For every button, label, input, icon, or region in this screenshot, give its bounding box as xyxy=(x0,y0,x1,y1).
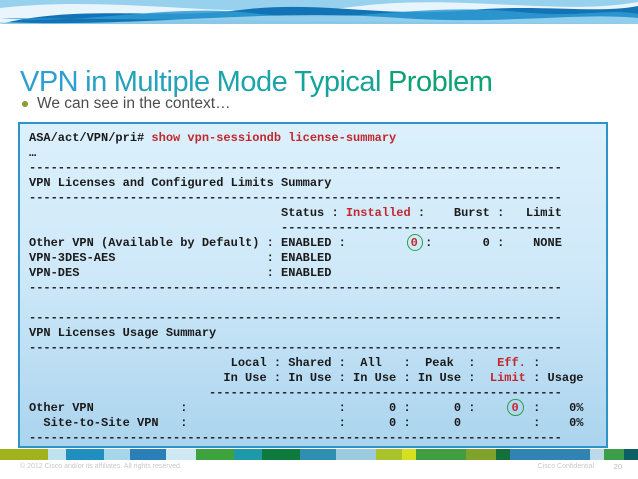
console-text: ----------------------------------------… xyxy=(29,341,562,355)
strip-segment xyxy=(66,449,104,460)
console-text: show vpn-sessiondb license-summary xyxy=(151,131,397,145)
strip-segment xyxy=(416,449,466,460)
console-text: Limit xyxy=(489,371,526,385)
circled-zero-annotation: 0 xyxy=(410,236,418,250)
console-text: : Usage xyxy=(525,371,584,385)
title-word: Typical xyxy=(294,66,381,99)
strip-segment xyxy=(376,449,402,460)
strip-segment xyxy=(104,449,130,460)
footer-copyright: © 2012 Cisco and/or its affiliates. All … xyxy=(20,463,182,470)
console-text: Other VPN : : 0 : 0 : xyxy=(29,401,512,415)
strip-segment xyxy=(130,449,166,460)
console-text: : 0% xyxy=(518,401,584,415)
console-text: ----------------------------------------… xyxy=(29,191,562,205)
wave-pattern-icon xyxy=(0,0,638,24)
footer-confidential: Cisco Confidential xyxy=(537,463,594,470)
strip-segment xyxy=(510,449,590,460)
title-word: Problem xyxy=(387,66,493,99)
console-text: … xyxy=(29,146,37,160)
console-text: Local : Shared : All : Peak : xyxy=(29,356,498,370)
console-text: : Burst : Limit xyxy=(410,206,562,220)
console-text: ----------------------------------------… xyxy=(29,281,562,295)
console-text: VPN-DES : ENABLED xyxy=(29,266,332,280)
console-text: Installed xyxy=(345,206,411,220)
console-text: Site-to-Site VPN : : 0 : 0 : 0% xyxy=(29,416,584,430)
console-text: ----------------------------------------… xyxy=(29,431,562,445)
console-output: ASA/act/VPN/pri# show vpn-sessiondb lice… xyxy=(20,124,606,446)
strip-segment xyxy=(624,449,638,460)
console-text: Eff. xyxy=(497,356,526,370)
bullet-marker-icon xyxy=(22,101,28,107)
strip-segment xyxy=(402,449,416,460)
bottom-color-strip xyxy=(0,449,638,460)
strip-segment xyxy=(336,449,376,460)
console-text: ----------------------------------------… xyxy=(29,386,562,400)
strip-segment xyxy=(300,449,336,460)
strip-segment xyxy=(166,449,196,460)
console-text: --------------------------------------- xyxy=(29,221,562,235)
console-text: ASA/act/VPN/pri# xyxy=(29,131,152,145)
console-text: Other VPN (Available by Default) : ENABL… xyxy=(29,236,411,250)
title-word: in xyxy=(85,66,107,99)
title-word: Mode xyxy=(216,66,288,99)
console-text: VPN Licenses Usage Summary xyxy=(29,326,217,340)
bullet-line: We can see in the context… xyxy=(22,95,231,113)
console-text: : 0 : NONE xyxy=(417,236,562,250)
strip-segment xyxy=(0,449,48,460)
strip-segment xyxy=(234,449,262,460)
strip-segment xyxy=(466,449,496,460)
strip-segment xyxy=(496,449,510,460)
console-text: In Use : In Use : In Use : In Use : xyxy=(29,371,490,385)
title-word: VPN xyxy=(20,66,79,99)
console-text: VPN-3DES-AES : ENABLED xyxy=(29,251,332,265)
console-text: ----------------------------------------… xyxy=(29,161,562,175)
console-text: VPN Licenses and Configured Limits Summa… xyxy=(29,176,332,190)
console-text: ----------------------------------------… xyxy=(29,311,562,325)
strip-segment xyxy=(48,449,66,460)
strip-segment xyxy=(604,449,624,460)
strip-segment xyxy=(590,449,604,460)
circled-zero-annotation: 0 xyxy=(511,401,519,415)
console-box: ASA/act/VPN/pri# show vpn-sessiondb lice… xyxy=(18,122,608,448)
console-text: Status : xyxy=(29,206,346,220)
top-banner-graphic xyxy=(0,0,638,24)
console-text: : xyxy=(525,356,541,370)
bullet-text: We can see in the context… xyxy=(37,95,231,112)
strip-segment xyxy=(196,449,234,460)
title-word: Multiple xyxy=(113,66,210,99)
strip-segment xyxy=(262,449,300,460)
footer-page-number: 20 xyxy=(613,462,622,471)
